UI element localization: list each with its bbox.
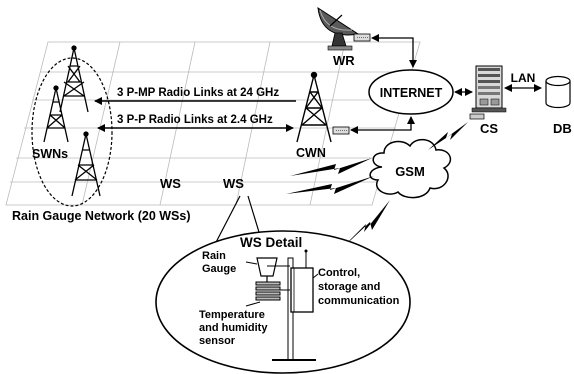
- database-icon: [545, 75, 571, 109]
- ctrl-label-1: Control,: [318, 267, 360, 279]
- cwn-modem-icon: [332, 126, 350, 135]
- db-label: DB: [553, 121, 572, 136]
- internet-label: INTERNET: [380, 86, 443, 100]
- lan-label: LAN: [511, 71, 536, 85]
- ctrl-label-3: communication: [318, 295, 400, 307]
- internet-node: [368, 69, 454, 115]
- lightning-ws-gsm-icon: [286, 176, 374, 194]
- rain-gauge-label-1: Rain: [202, 250, 226, 262]
- ctrl-label-2: storage and: [318, 281, 380, 293]
- ws-label-1: WS: [160, 176, 181, 191]
- swns-label: SWNs: [32, 147, 68, 161]
- lightning-cs-gsm-icon: [428, 122, 468, 150]
- gsm-cloud: [369, 138, 452, 199]
- wr-modem-icon: [353, 33, 371, 42]
- swn-tower-bottom: [71, 131, 101, 197]
- weather-station-drawing: [245, 249, 319, 361]
- temp-label-3: sensor: [199, 335, 236, 347]
- link-24ghz-label: 3 P-MP Radio Links at 24 GHz: [117, 87, 279, 99]
- ws-label-2: WS: [223, 176, 244, 191]
- cs-modem-icon: [469, 113, 485, 120]
- rain-gauge-label-2: Gauge: [202, 263, 236, 275]
- cs-label: CS: [480, 121, 498, 136]
- swn-tower-left: [43, 85, 69, 143]
- cwn-label: CWN: [296, 146, 326, 160]
- swn-group-ellipse: [31, 57, 113, 207]
- temp-label-2: and humidity: [199, 322, 268, 334]
- cwn-internet-link: [350, 116, 415, 134]
- lightning-cwn-gsm-icon: [290, 158, 372, 176]
- network-caption: Rain Gauge Network (20 WSs): [12, 209, 191, 223]
- swn-tower-top: [59, 45, 89, 113]
- cs-server-icon: [471, 65, 507, 113]
- wr-label: WR: [333, 53, 355, 68]
- gsm-label: GSM: [395, 164, 425, 179]
- weather-radar-dish-icon: [317, 6, 360, 51]
- ws-detail-title: WS Detail: [240, 235, 302, 250]
- cwn-tower: [296, 71, 332, 143]
- wr-internet-link: [371, 34, 417, 68]
- link-2-4ghz-label: 3 P-P Radio Links at 2.4 GHz: [117, 114, 273, 126]
- temp-label-1: Temperature: [199, 309, 265, 321]
- ws-detail-ellipse: [155, 230, 411, 374]
